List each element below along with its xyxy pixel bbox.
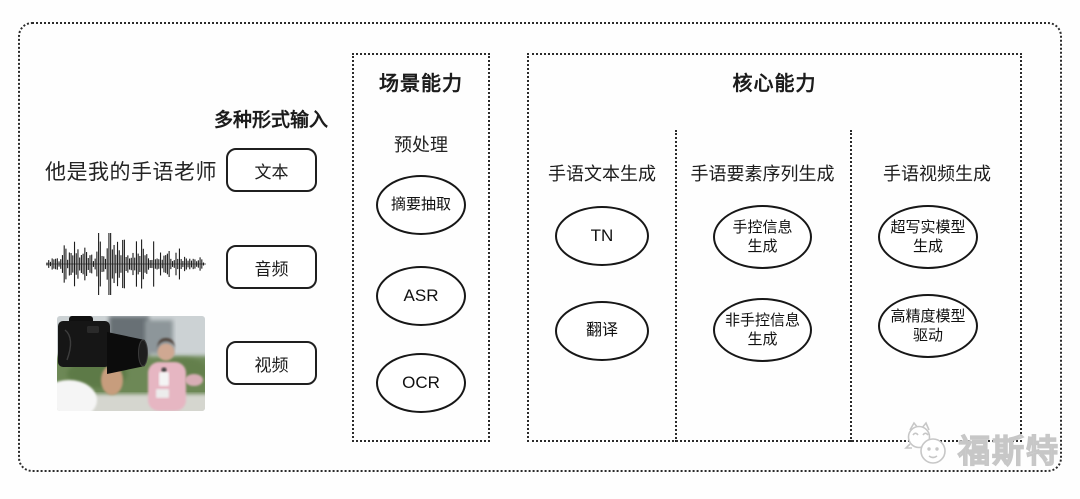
- column-header-sign-text-generation: 手语文本生成: [548, 164, 656, 184]
- input-type-label-text: 文本: [254, 162, 289, 182]
- watermark: 福斯特: [898, 420, 1068, 476]
- preprocess-label: 预处理: [394, 135, 448, 155]
- node-tn: TN: [555, 206, 649, 266]
- watermark-text: 福斯特: [957, 432, 1061, 469]
- node-non-manual-info-generation: 非手控信息 生成: [713, 298, 812, 362]
- mascot-faces-icon: [904, 421, 946, 464]
- input-type-label-audio: 音频: [254, 259, 289, 279]
- camera-silhouette: [58, 316, 148, 374]
- audio-waveform-image: [46, 233, 206, 295]
- sample-sentence-text: 他是我的手语老师: [45, 161, 217, 184]
- scene-capability-title: 场景能力: [379, 73, 463, 95]
- column-header-sign-video-generation: 手语视频生成: [883, 164, 991, 184]
- input-type-box-audio: 音频: [226, 245, 317, 289]
- scene-capability-panel: 场景能力 预处理 摘要抽取 ASR OCR: [352, 53, 490, 442]
- input-type-box-video: 视频: [226, 341, 317, 385]
- diagram-outer-border: [18, 22, 1062, 472]
- node-hyperrealistic-model-generation: 超写实模型 生成: [878, 205, 978, 269]
- video-thumbnail-image: [57, 316, 205, 411]
- node-translation: 翻译: [555, 301, 649, 361]
- column-divider-2: [850, 130, 852, 442]
- node-summary-extraction: 摘要抽取: [376, 175, 466, 235]
- column-divider-1: [675, 130, 677, 442]
- node-asr: ASR: [376, 266, 466, 326]
- input-type-box-text: 文本: [226, 148, 317, 192]
- input-section-label: 多种形式输入: [213, 110, 328, 131]
- node-ocr: OCR: [376, 353, 466, 413]
- core-capability-title: 核心能力: [732, 73, 817, 95]
- node-high-precision-model-driving: 高精度模型 驱动: [878, 294, 978, 358]
- node-manual-info-generation: 手控信息 生成: [713, 205, 812, 269]
- input-type-label-video: 视频: [254, 355, 289, 375]
- core-capability-panel: 核心能力 手语文本生成 手语要素序列生成 手语视频生成 TN 翻译 手控信息 生…: [527, 53, 1022, 442]
- column-header-sign-element-sequence-generation: 手语要素序列生成: [690, 164, 835, 184]
